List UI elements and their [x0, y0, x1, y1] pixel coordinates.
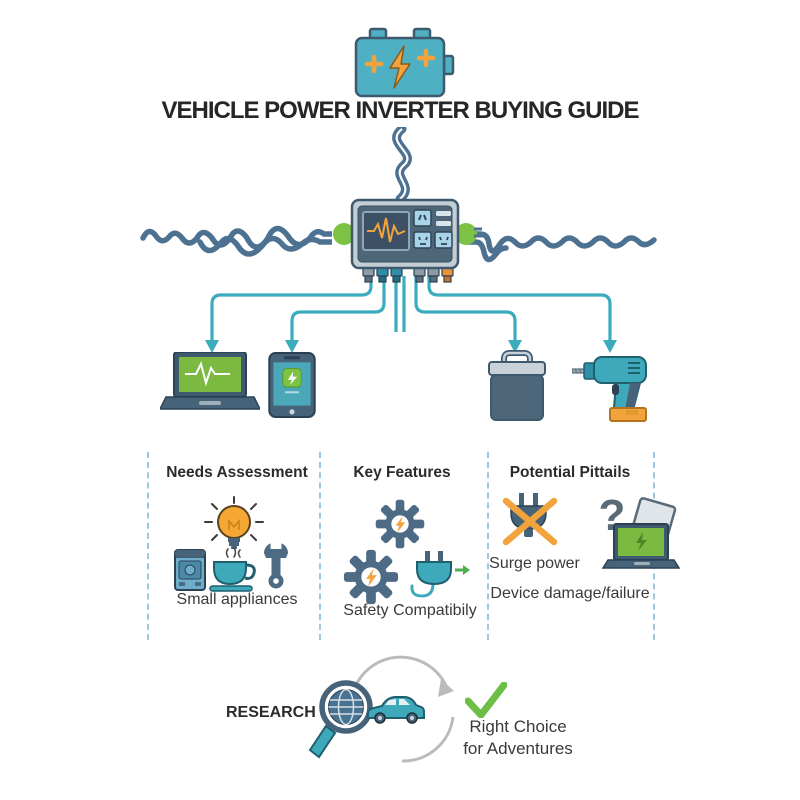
car-icon: [367, 696, 425, 724]
gear-bolt-icon: [343, 549, 399, 605]
caption-safety-compatibility: Safety Compatibily: [343, 602, 477, 619]
divider: [319, 452, 321, 640]
question-laptop-icon: ?: [599, 491, 680, 569]
plug-arrow-icon: [410, 551, 470, 598]
magnifier-globe-icon: [308, 680, 373, 759]
caption-device-damage: Device damage/failure: [490, 585, 650, 602]
cooler-icon: [488, 350, 546, 421]
laptop-icon: [160, 352, 260, 410]
result-line-1: Right Choice: [469, 717, 567, 736]
inverter-icon: [333, 198, 482, 283]
appliance-icon: [174, 549, 206, 591]
phone-icon: [268, 352, 316, 418]
sine-wave-left-icon: [140, 225, 332, 257]
page-title: VEHICLE POWER INVERTER BUYING GUIDE: [161, 97, 639, 124]
divider: [147, 452, 149, 640]
crossed-plug-icon: [502, 493, 558, 546]
column-header-needs-assessment: Needs Assessment: [166, 464, 308, 481]
research-label: RESEARCH: [226, 704, 316, 721]
battery-icon: [354, 27, 455, 98]
column-header-potential-pitfalls: Potential Pittails: [509, 464, 631, 481]
column-header-key-features: Key Features: [353, 464, 451, 481]
cycle-arrows-icon: [355, 655, 455, 763]
result-text: Right Choice for Adventures: [438, 716, 598, 760]
wrench-icon: [264, 540, 288, 589]
cable-icon: [392, 127, 412, 199]
divider: [487, 452, 489, 640]
caption-surge-power: Surge power: [489, 555, 580, 572]
flow-arrows: [205, 276, 617, 353]
drill-icon: [572, 356, 647, 422]
sine-wave-right-icon: [468, 231, 657, 263]
checkmark-icon: [465, 682, 507, 718]
result-line-2: for Adventures: [463, 739, 573, 758]
lightbulb-icon: [204, 496, 264, 549]
gear-bolt-icon: [375, 499, 425, 549]
coffee-cup-icon: [209, 547, 256, 592]
caption-small-appliances: Small appliances: [176, 591, 298, 608]
